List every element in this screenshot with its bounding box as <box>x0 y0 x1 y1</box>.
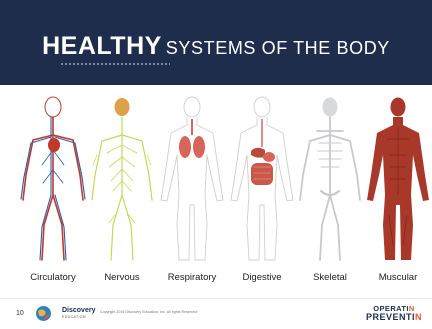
label-muscular: Muscular <box>360 272 432 283</box>
label-nervous: Nervous <box>84 272 160 283</box>
operation-prevention-logo: OPERATIN PREVENTIN <box>366 304 422 322</box>
muscular-system-figure <box>363 95 432 265</box>
discovery-globe-icon <box>35 305 52 322</box>
respiratory-system-figure <box>157 95 227 265</box>
label-circulatory: Circulatory <box>15 272 91 283</box>
copyright-text: Copyright 2019 Discovery Education, Inc.… <box>100 310 198 314</box>
discovery-logo: Discovery EDUCATION <box>62 307 95 321</box>
circulatory-system-figure <box>18 95 88 265</box>
title-bold: HEALTHY <box>42 32 162 60</box>
footer: 10 Discovery EDUCATION Copyright 2019 Di… <box>0 300 432 329</box>
nervous-system-figure <box>87 95 157 265</box>
discovery-brand: Discovery <box>62 307 95 314</box>
digestive-system-figure <box>227 95 297 265</box>
discovery-sub: EDUCATION <box>62 314 95 321</box>
system-labels: Circulatory Nervous Respiratory Digestiv… <box>0 272 432 288</box>
footer-divider <box>0 298 432 299</box>
dotted-underline <box>60 63 170 65</box>
skeletal-system-figure <box>295 95 365 265</box>
label-digestive: Digestive <box>224 272 300 283</box>
logo-line2: PREVENTI <box>366 312 415 322</box>
logo-line2-end: N <box>415 312 422 322</box>
body-systems-figures <box>0 95 432 270</box>
label-respiratory: Respiratory <box>154 272 230 283</box>
title-rest: SYSTEMS OF THE BODY <box>166 38 390 58</box>
page-number: 10 <box>16 310 24 317</box>
label-skeletal: Skeletal <box>292 272 368 283</box>
